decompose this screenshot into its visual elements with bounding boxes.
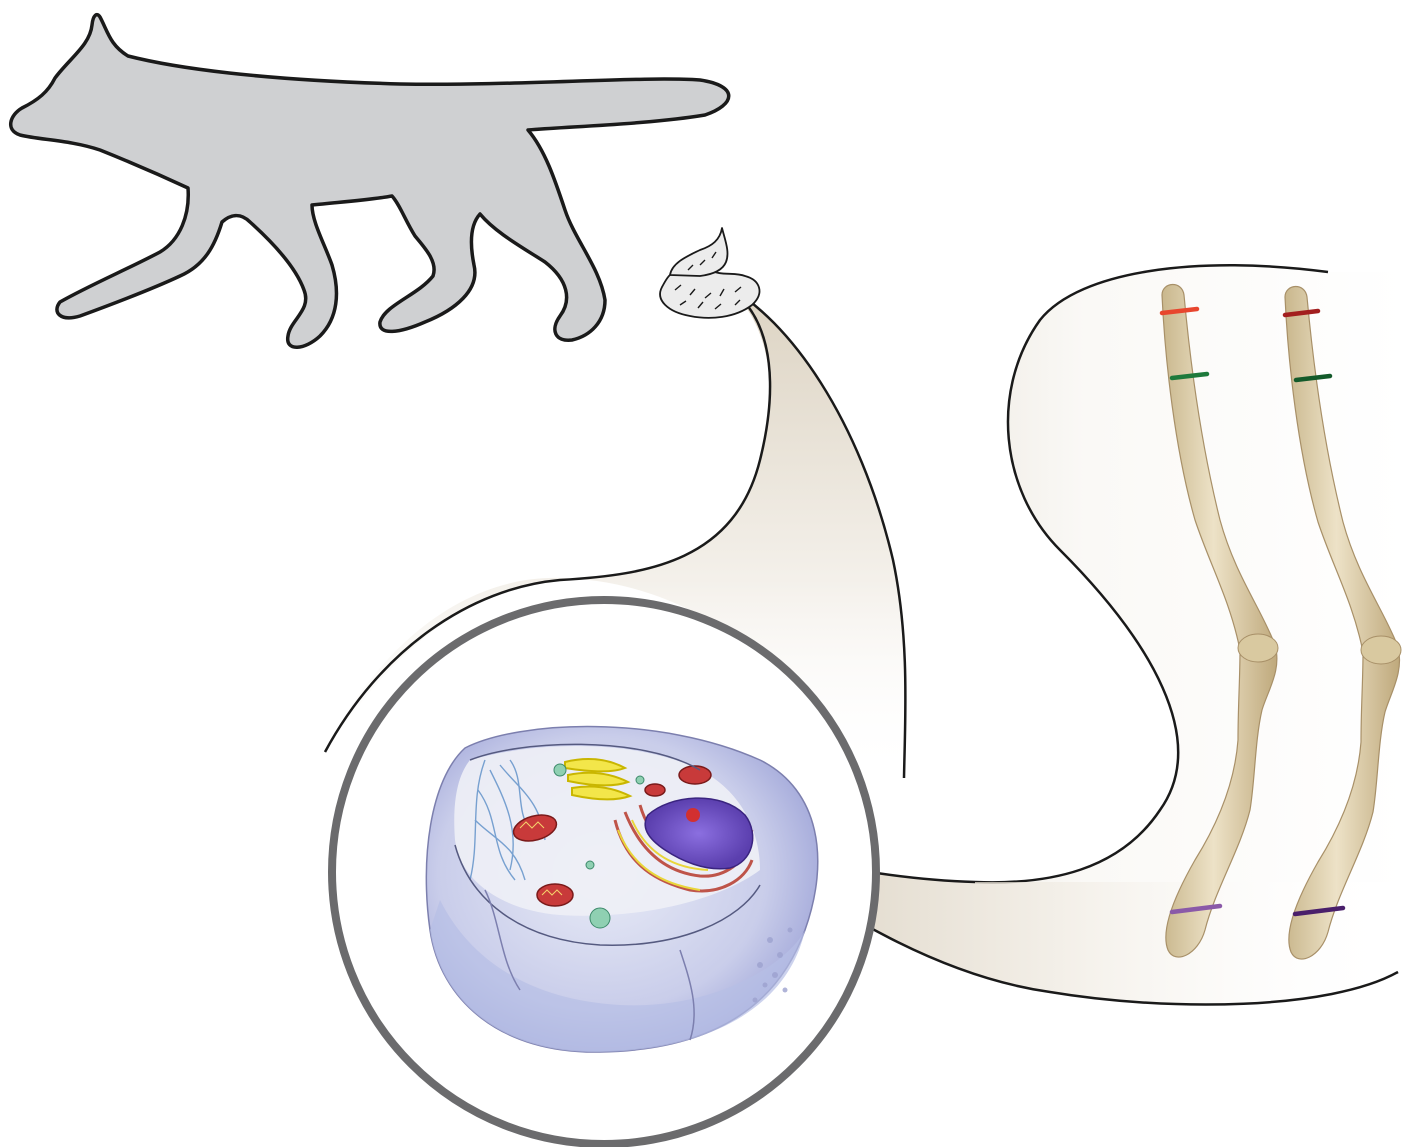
fox-silhouette-icon (11, 15, 729, 348)
scat-icon (660, 228, 759, 318)
animal-cell-icon (426, 727, 817, 1052)
magnifier-circle (332, 600, 876, 1144)
